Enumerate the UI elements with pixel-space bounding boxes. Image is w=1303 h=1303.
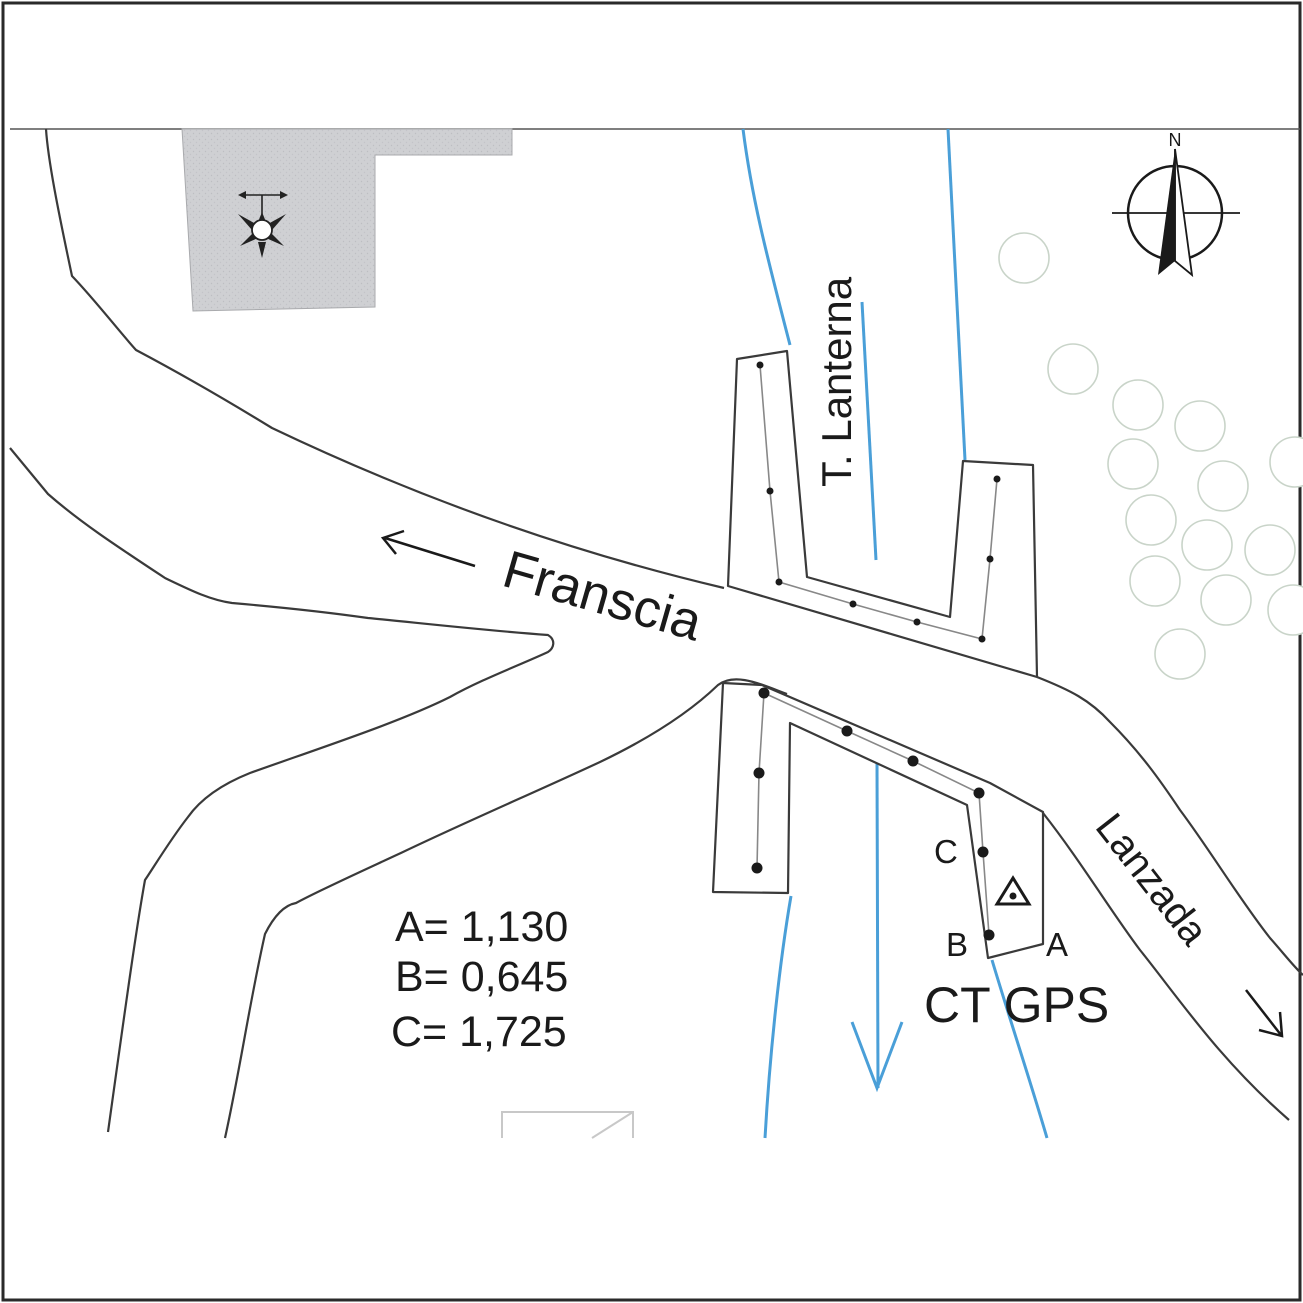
river-lanterna [741,128,1049,1139]
point-b-marker [983,929,995,941]
building-symbol-icon [238,191,288,258]
lanzada-arrow-icon [1245,989,1284,1038]
upper-bridge-wall [726,349,1039,679]
lower-survey-line [751,687,995,941]
measurement-b: B= 0,645 [395,953,568,1001]
measurement-a: A= 1,130 [395,903,568,951]
lower-bridge-wall [711,681,1045,960]
road-network [9,128,1303,1139]
tree-cluster [998,232,1303,680]
station-label: CT GPS [924,977,1109,1033]
point-b-label: B [946,926,968,963]
north-label: N [1169,130,1182,150]
point-a-label: A [1046,926,1068,963]
bottom-marker [501,1111,634,1139]
point-c-label: C [934,833,958,870]
franscia-arrow-icon [380,529,476,568]
measurement-c: C= 1,725 [391,1008,567,1056]
road-label-lanzada: Lanzada [1087,805,1217,954]
river-label-lanterna: T. Lanterna [813,276,860,487]
gps-station-icon [994,875,1032,906]
upper-survey-line [756,361,1001,643]
building [181,128,513,312]
point-c-marker [977,846,989,858]
north-arrow-icon [1112,148,1240,278]
